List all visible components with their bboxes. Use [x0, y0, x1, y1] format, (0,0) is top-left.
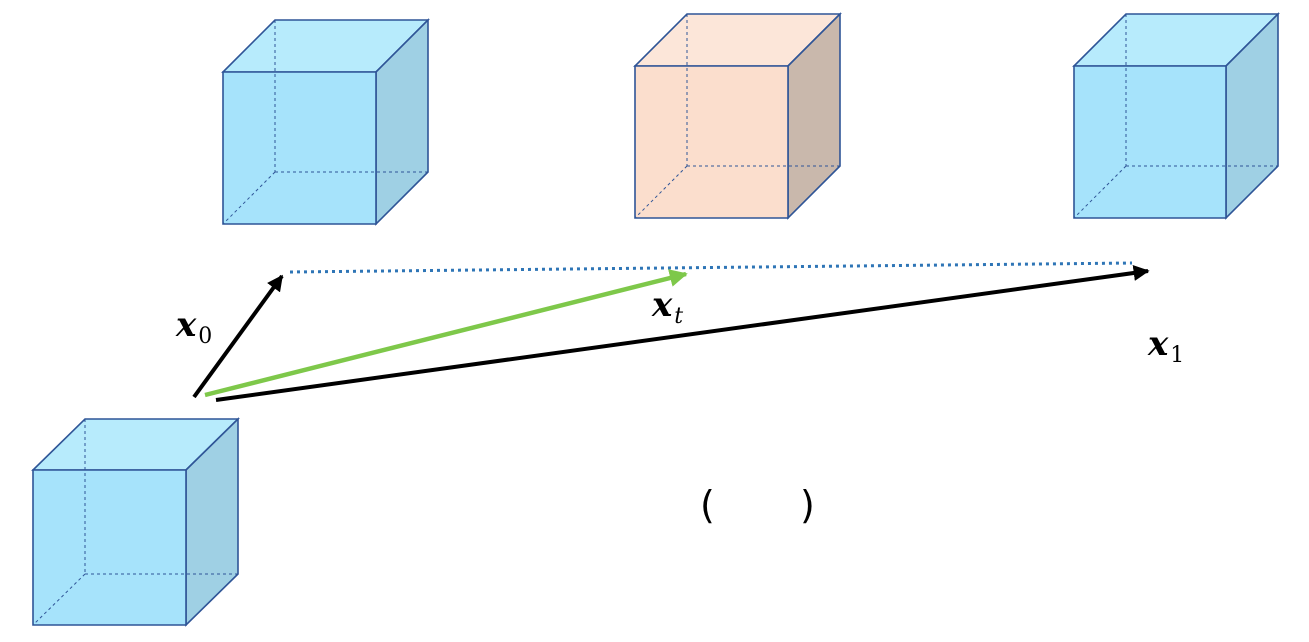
label-xt-base: x	[651, 285, 673, 325]
paren-open: (	[700, 483, 715, 527]
label-x1-sub: 1	[1170, 343, 1184, 368]
label-x0-sub: 0	[198, 324, 212, 349]
arrow-x1	[215, 265, 1150, 402]
label-xt: xt	[651, 285, 683, 329]
cube-x1	[1072, 12, 1280, 220]
label-x0-base: x	[175, 305, 197, 345]
cube-x0	[221, 18, 430, 226]
label-x1-base: x	[1147, 324, 1169, 364]
paren-close: )	[800, 483, 815, 527]
arrow-x0	[192, 274, 284, 399]
cube-origin	[31, 417, 240, 627]
interpolation-dotted-line	[289, 261, 1133, 274]
label-x0: x0	[175, 305, 212, 349]
cube-xt	[633, 12, 842, 220]
arrow-xt	[204, 269, 688, 398]
label-xt-sub: t	[674, 304, 683, 329]
label-x1: x1	[1147, 324, 1184, 368]
